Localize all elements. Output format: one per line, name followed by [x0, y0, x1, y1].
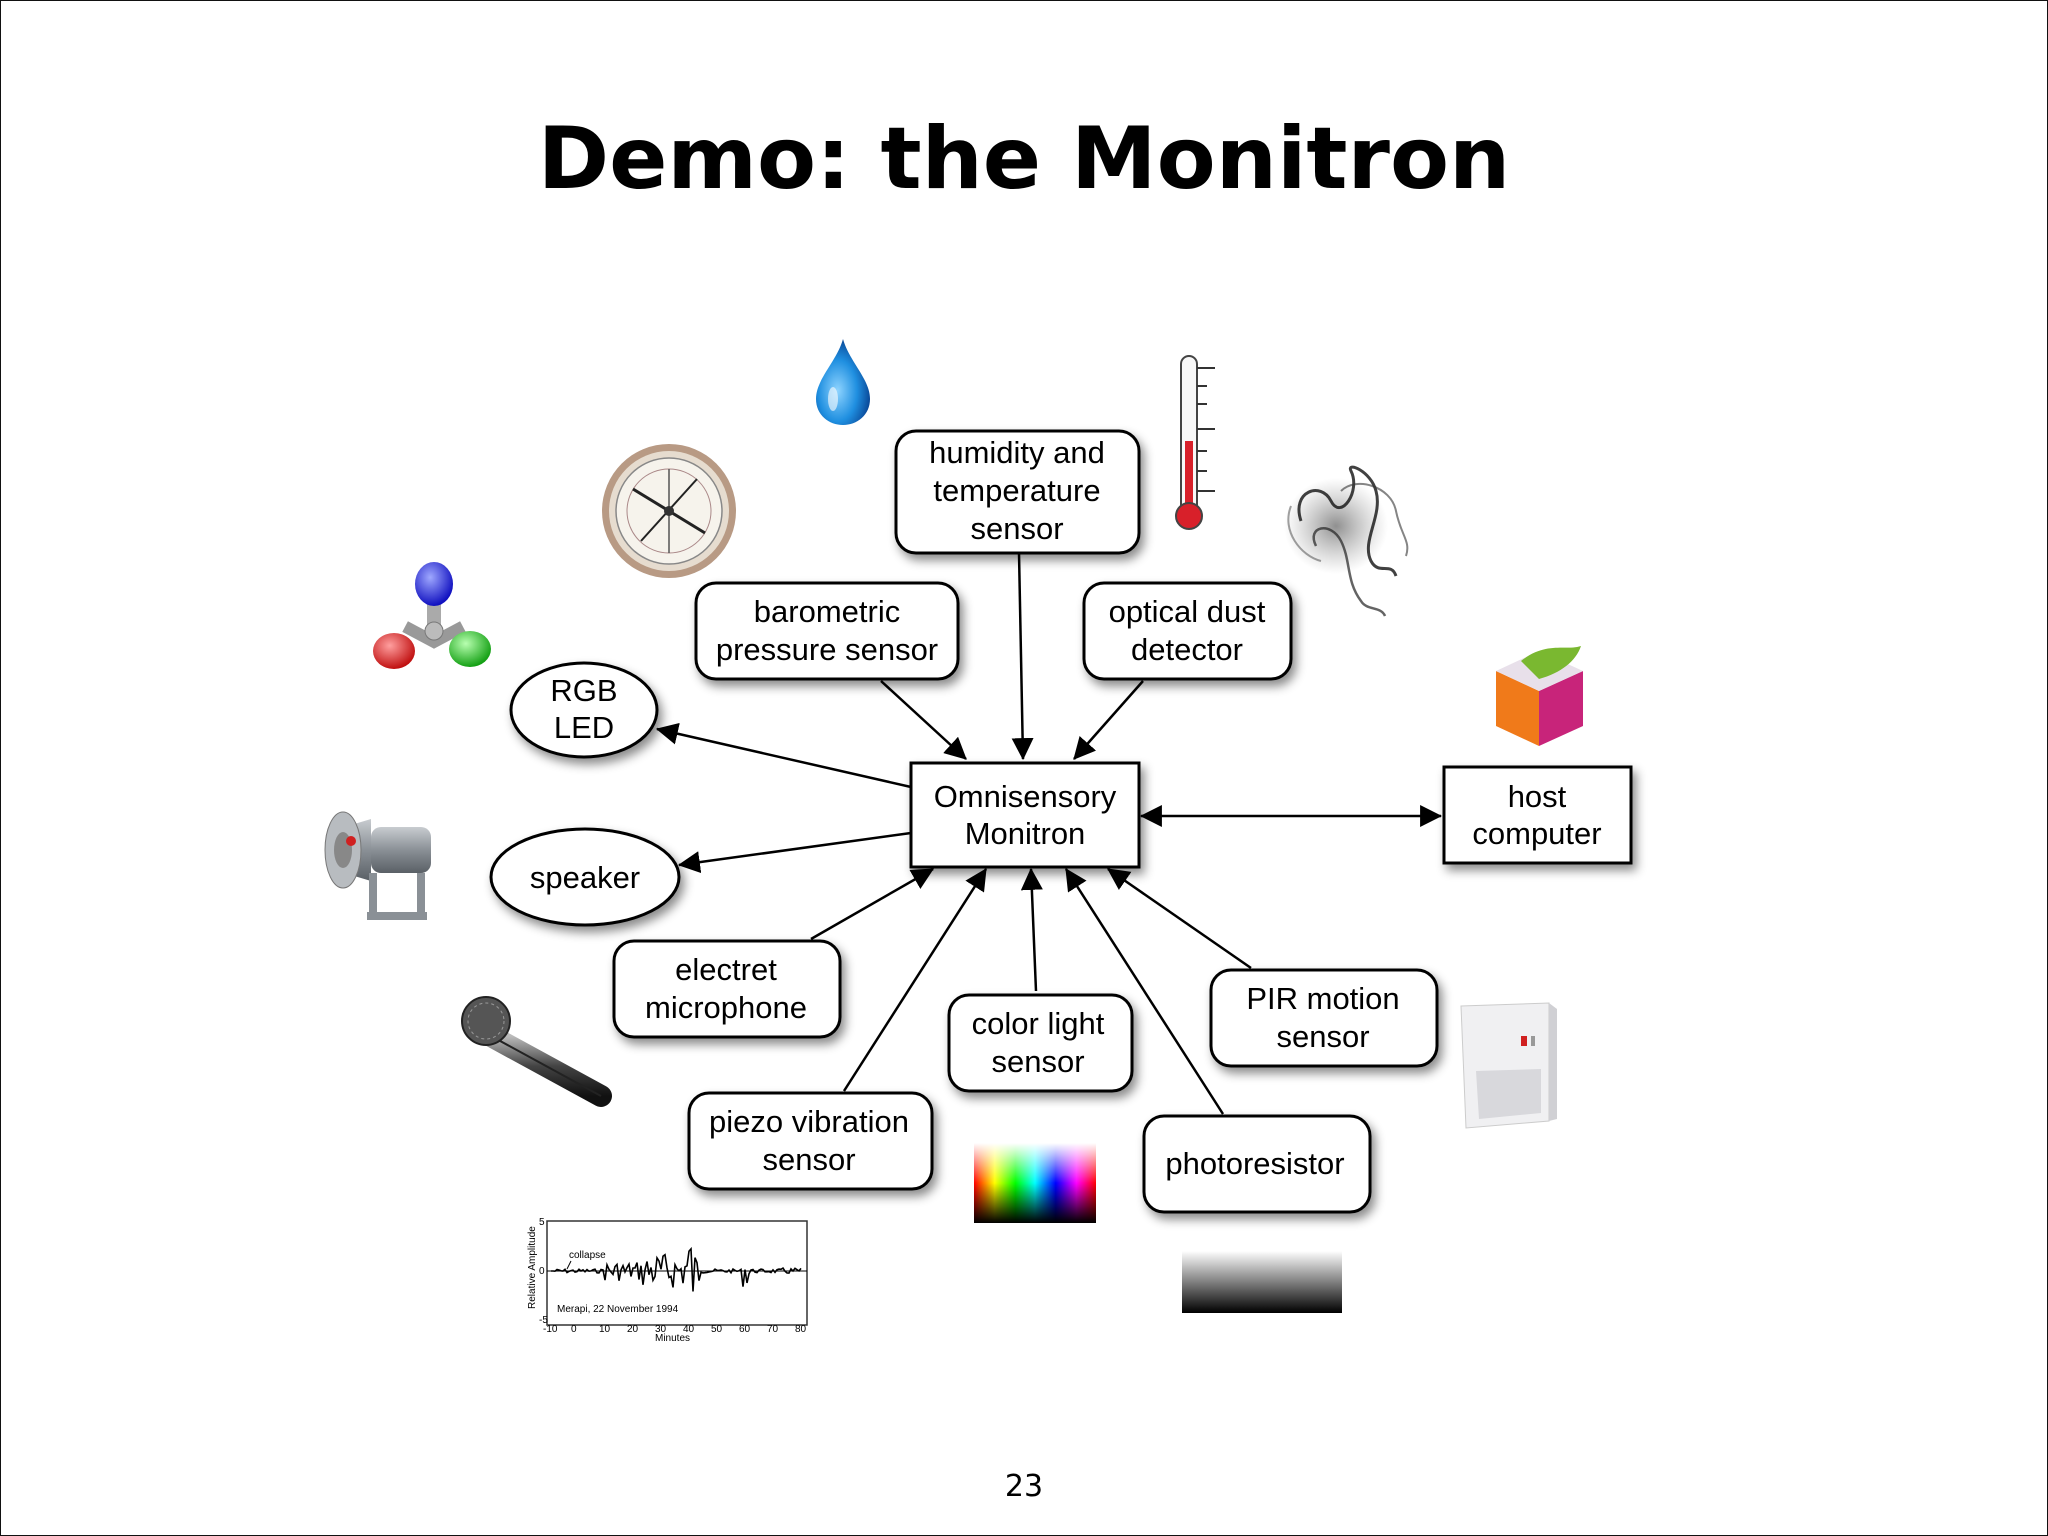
connectors — [655, 552, 1443, 1115]
node-host: host computer — [1442, 765, 1633, 865]
piezo-line-2: sensor — [762, 1142, 855, 1177]
seismogram-xtick: -10 — [543, 1324, 558, 1335]
arrow-microphone-to-monitron — [810, 867, 934, 941]
arrow-piezo-to-monitron — [842, 868, 988, 1092]
cube-icon — [1496, 646, 1583, 746]
color-spectrum-icon — [974, 1143, 1096, 1223]
thermometer-icon — [1175, 355, 1215, 530]
node-pir: PIR motion sensor — [1209, 968, 1439, 1068]
seismogram-xtick: 30 — [655, 1324, 667, 1335]
node-microphone: electret microphone — [612, 939, 842, 1039]
node-rgb-led: RGB LED — [509, 661, 659, 759]
seismogram-ylabel: Relative Amplitude — [527, 1226, 538, 1309]
center-line-2: Monitron — [965, 816, 1086, 851]
microphone-line-2: microphone — [645, 990, 807, 1025]
color-light-line-2: sensor — [991, 1044, 1084, 1079]
node-color-light: color light sensor — [947, 993, 1134, 1093]
barometric-line-2: pressure sensor — [716, 632, 938, 667]
speaker-line-1: speaker — [530, 860, 640, 895]
motion-sensor-icon — [1460, 1002, 1557, 1129]
seismogram-caption: Merapi, 22 November 1994 — [557, 1304, 679, 1315]
arrow-monitron-to-speaker — [677, 831, 912, 874]
water-drop-icon — [816, 339, 870, 425]
gradient-icon — [1182, 1251, 1342, 1313]
arrow-color-light-to-monitron — [1020, 867, 1043, 992]
dust-line-2: detector — [1131, 632, 1243, 667]
barometric-line-1: barometric — [754, 594, 900, 629]
arrow-barometric-to-monitron — [880, 680, 967, 760]
seismogram-xtick: 80 — [795, 1324, 807, 1335]
node-piezo: piezo vibration sensor — [687, 1091, 934, 1191]
seismogram-ytick: 0 — [539, 1266, 545, 1277]
pir-line-2: sensor — [1276, 1019, 1369, 1054]
dust-line-1: optical dust — [1109, 594, 1266, 629]
seismogram-xlabel: Minutes — [655, 1333, 690, 1344]
center-line-1: Omnisensory — [934, 779, 1117, 814]
smoke-icon — [1284, 465, 1409, 617]
slide-title: Demo: the Monitron — [537, 109, 1511, 209]
node-humidity: humidity and temperature sensor — [894, 429, 1141, 555]
humidity-line-3: sensor — [970, 511, 1063, 546]
seismogram-ytick: -5 — [539, 1315, 548, 1326]
host-line-1: host — [1508, 779, 1567, 814]
node-dust: optical dust detector — [1082, 581, 1293, 681]
barometer-icon — [602, 444, 736, 578]
node-photoresistor: photoresistor — [1142, 1114, 1372, 1214]
arrow-humidity-to-monitron — [1011, 552, 1034, 761]
node-speaker: speaker — [489, 827, 681, 927]
seismogram-xtick: 50 — [711, 1324, 723, 1335]
seismogram-xtick: 0 — [571, 1324, 577, 1335]
color-light-line-1: color light — [972, 1006, 1105, 1041]
arrow-pir-to-monitron — [1107, 867, 1252, 970]
seismogram-annotation: collapse — [569, 1250, 606, 1261]
node-center: Omnisensory Monitron — [909, 761, 1141, 869]
humidity-line-1: humidity and — [929, 435, 1105, 470]
page-number: 23 — [1004, 1469, 1044, 1504]
piezo-line-1: piezo vibration — [709, 1104, 909, 1139]
seismogram-icon: collapse Merapi, 22 November 1994 Relati… — [527, 1217, 808, 1344]
seismogram-xtick: 70 — [767, 1324, 779, 1335]
host-line-2: computer — [1472, 816, 1601, 851]
loudspeaker-horn-icon — [324, 811, 431, 920]
seismogram-ytick: 5 — [539, 1217, 545, 1228]
humidity-line-2: temperature — [933, 473, 1100, 508]
photoresistor-line-1: photoresistor — [1165, 1146, 1344, 1181]
pir-line-1: PIR motion — [1246, 981, 1399, 1016]
rgb-led-line-2: LED — [554, 710, 614, 745]
seismogram-xtick: 60 — [739, 1324, 751, 1335]
node-barometric: barometric pressure sensor — [694, 581, 960, 681]
rgb-bulbs-icon — [373, 562, 491, 669]
seismogram-xtick: 40 — [683, 1324, 695, 1335]
seismogram-xtick: 20 — [627, 1324, 639, 1335]
seismogram-xtick: 10 — [599, 1324, 611, 1335]
arrow-monitron-to-rgb-led — [655, 722, 912, 789]
rgb-led-line-1: RGB — [550, 673, 617, 708]
arrow-photoresistor-to-monitron — [1064, 868, 1225, 1115]
arrow-dust-to-monitron — [1073, 680, 1144, 760]
microphone-icon — [461, 996, 612, 1107]
microphone-line-1: electret — [675, 952, 777, 987]
